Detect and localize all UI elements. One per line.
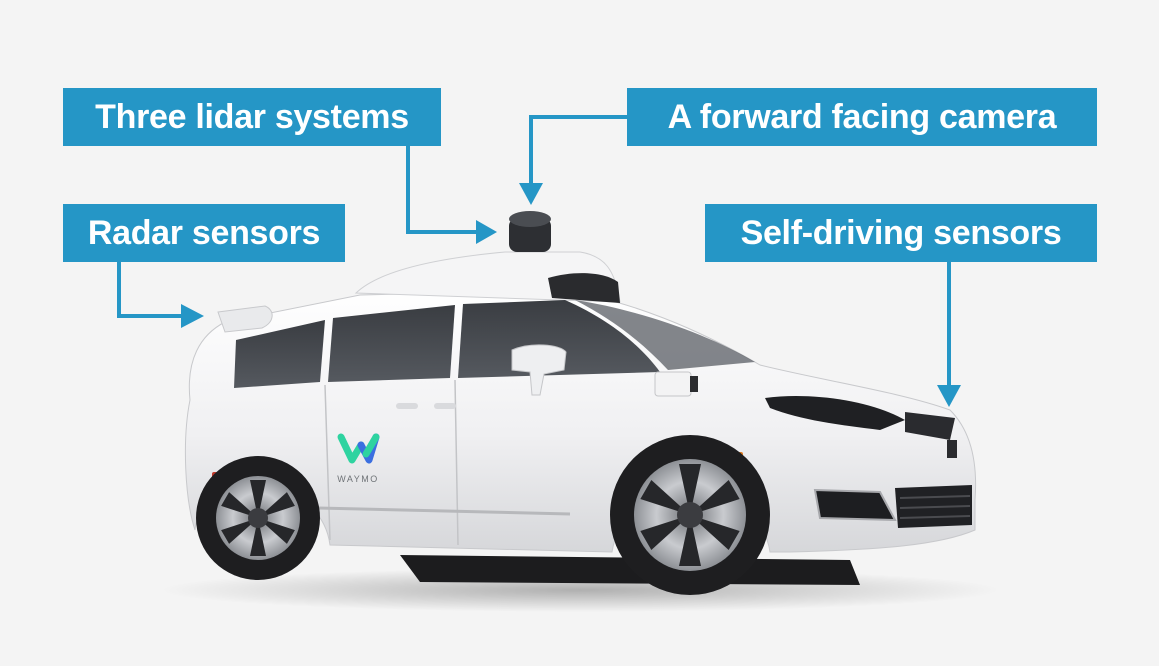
label-three-lidar-systems: Three lidar systems — [63, 88, 441, 146]
callout-connectors — [117, 115, 951, 388]
rear-radar-pod — [217, 305, 273, 333]
side-mirror — [511, 344, 567, 396]
fender-sensor — [654, 371, 692, 397]
front-window — [458, 300, 660, 378]
fog-light-housing — [813, 488, 897, 522]
windshield — [575, 300, 755, 370]
self-driving-arrow-icon — [937, 385, 961, 407]
radar-connector — [117, 261, 184, 318]
lidar-connector — [406, 146, 478, 234]
label-self-driving-sensors: Self-driving sensors — [705, 204, 1097, 262]
label-forward-facing-camera: A forward facing camera — [627, 88, 1097, 146]
svg-text:WAYMO: WAYMO — [337, 474, 379, 484]
middle-window — [328, 305, 455, 382]
body-chrome-trim — [317, 506, 571, 516]
front-wheel — [610, 435, 770, 595]
waymo-logo: WAYMO — [337, 433, 380, 484]
lidar-arrow-icon — [476, 220, 497, 244]
upper-grille — [905, 412, 955, 440]
label-text: Radar sensors — [87, 214, 321, 252]
label-text: Self-driving sensors — [740, 214, 1062, 252]
lidar-dome — [509, 218, 551, 252]
lidar-dome-top — [509, 211, 551, 227]
headlight — [765, 396, 905, 430]
camera-connector — [529, 115, 627, 186]
camera-arrow-icon — [519, 183, 543, 205]
rear-wheel — [196, 456, 320, 580]
label-text: A forward facing camera — [667, 98, 1057, 136]
roof-sensor-dark-band — [548, 273, 620, 303]
label-text: Three lidar systems — [95, 98, 409, 136]
label-radar-sensors: Radar sensors — [63, 204, 345, 262]
radar-arrow-icon — [181, 304, 204, 328]
rear-window — [234, 320, 325, 388]
